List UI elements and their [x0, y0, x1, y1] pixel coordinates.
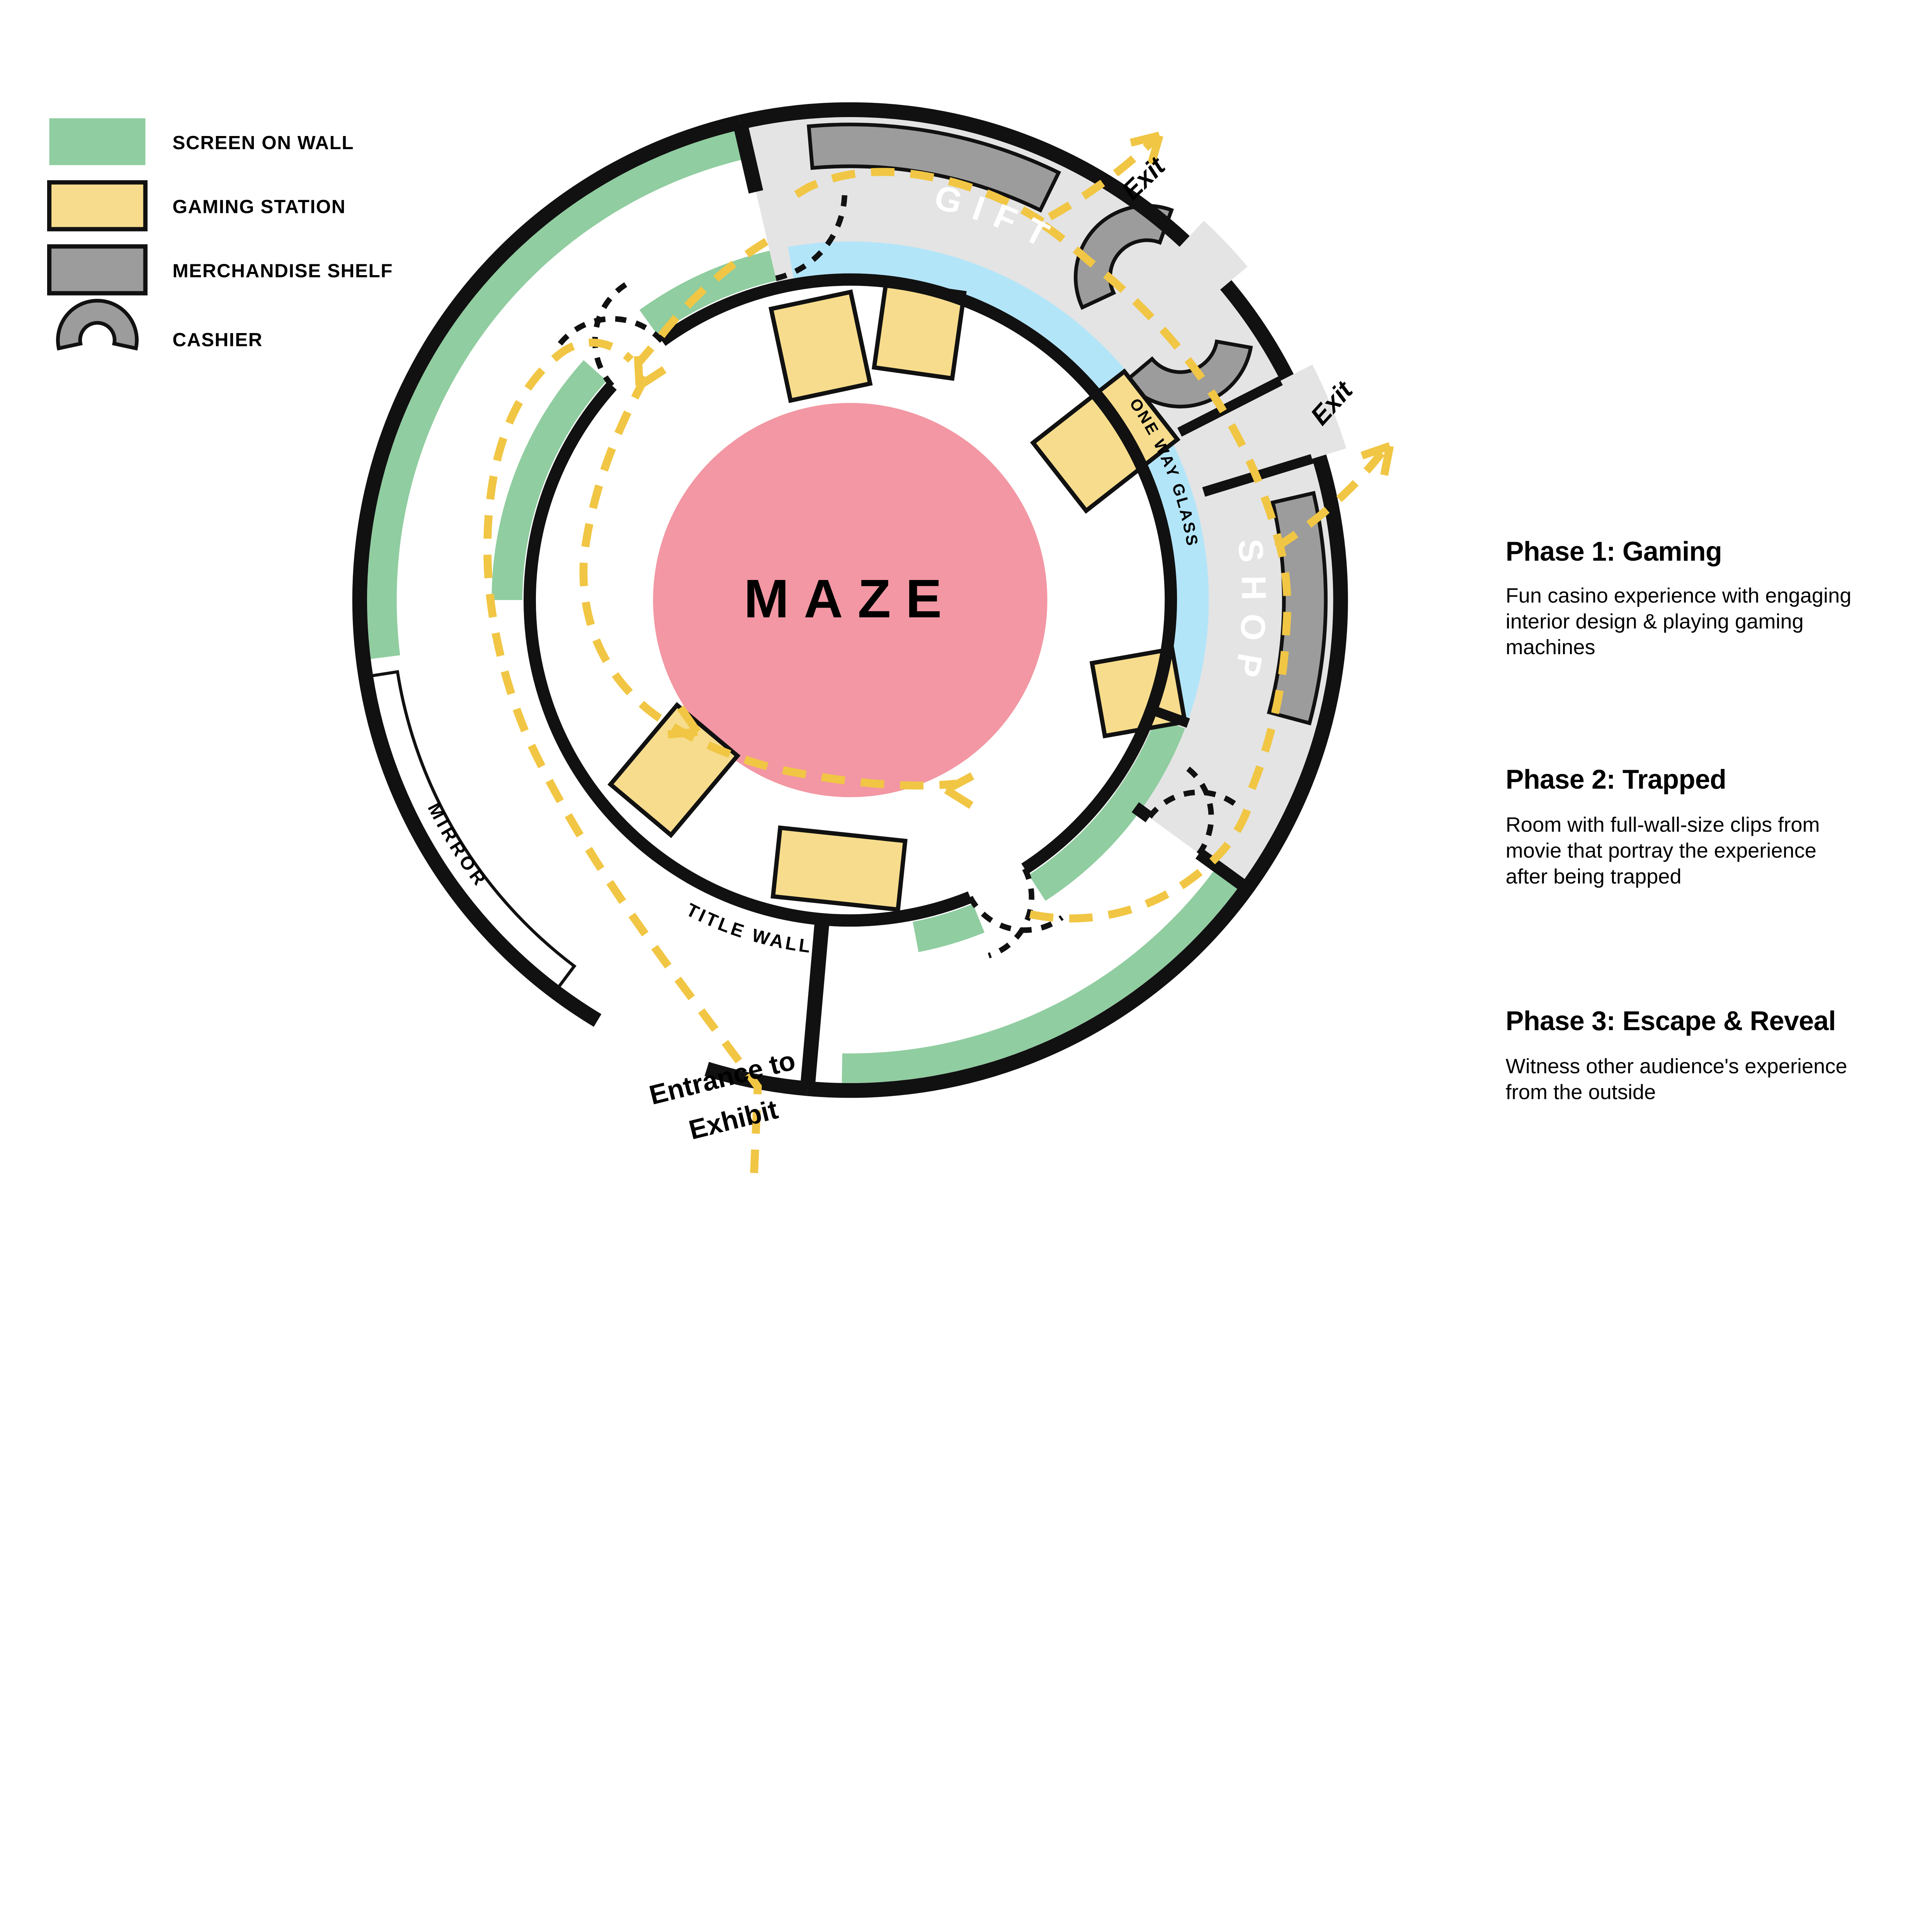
path-arrowhead [667, 728, 698, 739]
legend-label-cashier: CASHIER [172, 329, 263, 350]
phase-3-text-line: Witness other audience's experience [1506, 1054, 1847, 1078]
screen-on-wall-band [492, 360, 607, 600]
legend: SCREEN ON WALL GAMING STATION MERCHANDISE … [47, 118, 393, 351]
path-arrowhead [1380, 445, 1394, 476]
path-arrowhead [677, 705, 701, 735]
phase-1-text-line: Fun casino experience with engaging [1506, 584, 1852, 607]
phase2-end-wall [800, 921, 830, 1089]
glass-end-stub [1151, 706, 1190, 728]
exit-right-wall-a [1177, 376, 1283, 437]
phase-3-text-line: from the outside [1506, 1080, 1656, 1104]
path-arrowhead [1361, 442, 1391, 460]
screen-on-wall-band [367, 129, 748, 659]
path-arrowhead [944, 786, 974, 809]
gaming-station [1030, 368, 1180, 514]
legend-swatch-cashier [56, 299, 139, 351]
phase-2-text-line: after being trapped [1506, 865, 1682, 888]
screen-on-wall-band [1029, 717, 1185, 901]
cashier-counter-1 [1073, 204, 1174, 310]
legend-label-screen-on-wall: SCREEN ON WALL [172, 132, 354, 153]
visitor-path [1040, 221, 1291, 790]
gaming-station [607, 702, 741, 838]
visitor-path [1274, 446, 1388, 551]
phase-3-title: Phase 3: Escape & Reveal [1506, 1005, 1836, 1036]
maze-label: MAZE [744, 568, 957, 629]
visitor-path [579, 375, 957, 790]
path-arrowhead [634, 356, 644, 386]
entrance-label-line2: Exhibit [686, 1094, 781, 1145]
visitor-path [634, 238, 769, 367]
phase-1-text-line: interior design & playing gaming [1506, 610, 1804, 633]
gaming-room-wall [524, 381, 973, 927]
outer-wall [738, 102, 1190, 247]
exit-top-opening [1179, 221, 1248, 290]
phase-2-title: Phase 2: Trapped [1506, 764, 1726, 794]
phase-2-text-line: Room with full-wall-size clips from [1506, 813, 1820, 836]
door-swing-gaming-left [592, 282, 628, 388]
cashier-counter-2 [1123, 339, 1253, 408]
gaming-station [768, 289, 873, 403]
legend-label-gaming-station: GAMING STATION [172, 196, 346, 218]
entrance-label-line1: Entrance to [646, 1045, 798, 1111]
screen-on-wall-band [639, 250, 777, 335]
phase-1-text-line: machines [1506, 636, 1595, 659]
visitor-path [483, 338, 762, 1173]
maze-circle [653, 403, 1048, 798]
legend-label-merchandise-shelf: MERCHANDISE SHELF [172, 260, 393, 281]
legend-swatch-merchandise-shelf [47, 244, 148, 296]
one-way-glass-band [788, 241, 1209, 723]
gaming-station [770, 825, 908, 912]
door-swing-gaming-bottom [968, 896, 1064, 933]
shop-phase2-wall-outer [1195, 849, 1251, 893]
legend-swatch-gaming-station [47, 180, 148, 231]
exit-right-opening [1281, 364, 1347, 459]
path-arrowhead [637, 366, 667, 389]
door-swing-gaming-bottom [988, 867, 1034, 959]
merchandise-shelf-top [806, 122, 1061, 213]
visitor-path [1048, 135, 1159, 221]
door-swing-shop [1147, 789, 1242, 819]
door-swing-gift [775, 187, 848, 281]
screen-on-wall-band [842, 866, 1241, 1083]
path-arrowhead [1129, 131, 1161, 147]
gift-entry-wall [733, 121, 764, 194]
door-swing-shop [1180, 762, 1214, 856]
mirror-band [369, 670, 577, 990]
legend-swatch-screen-on-wall [49, 118, 146, 165]
shop-phase2-wall-inner [1131, 802, 1153, 823]
phase-1-title: Phase 1: Gaming [1506, 536, 1722, 566]
door-swing-gaming-left [557, 316, 664, 347]
outer-wall [352, 115, 742, 1027]
outer-wall [1220, 280, 1294, 381]
path-arrowhead [944, 772, 975, 794]
visitor-path [1029, 795, 1256, 923]
visitor-path [781, 168, 1045, 225]
path-arrowhead [1147, 134, 1163, 165]
outer-wall [806, 454, 1348, 1098]
phase-2-text-line: movie that portray the experience [1506, 839, 1816, 862]
gaming-room-wall [658, 273, 1177, 874]
screen-on-wall-band [913, 904, 985, 952]
